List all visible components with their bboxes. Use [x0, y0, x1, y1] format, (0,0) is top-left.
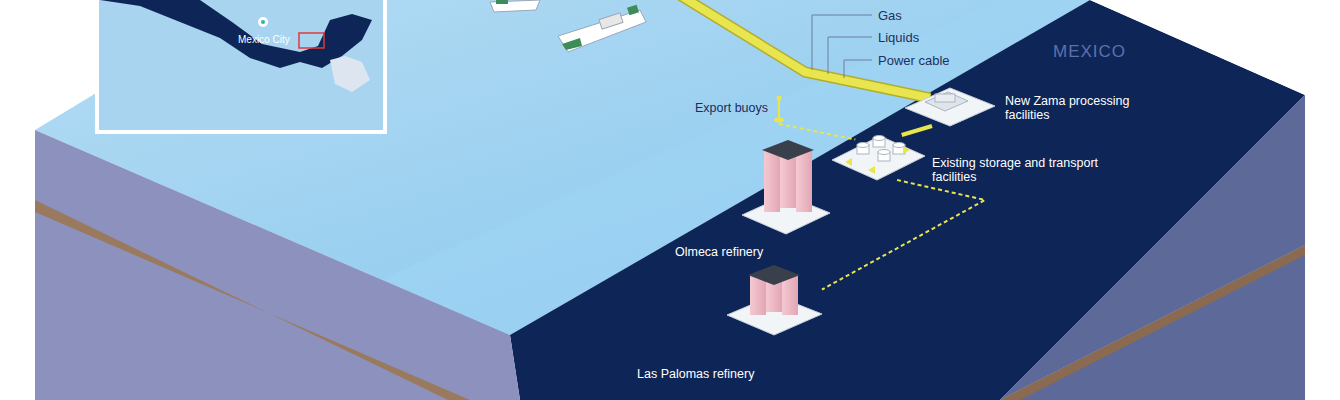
pipeline-label: Gas — [878, 8, 902, 23]
right-face — [1000, 95, 1305, 400]
facility-label: Olmeca refinery — [675, 245, 835, 259]
refinery — [727, 265, 822, 335]
map-pin — [258, 17, 268, 27]
page-edge — [1305, 0, 1340, 400]
facility-label: Export buoys — [688, 101, 768, 115]
leader-line — [828, 37, 872, 74]
export-buoy — [774, 96, 784, 123]
sediment-strip — [35, 200, 470, 400]
storage-facility — [832, 136, 925, 181]
flow-line — [779, 124, 855, 140]
leader-line — [812, 15, 872, 70]
facility-label: Existing storage and transport facilitie… — [932, 156, 1132, 184]
facility-label: Las Palomas refinery — [637, 367, 817, 381]
pipeline-casing — [678, 0, 930, 98]
map-neighbour — [330, 56, 370, 92]
processing-node: New Zama processing facilities — [905, 86, 995, 126]
storage-node: Existing storage and transport facilitie… — [832, 135, 925, 180]
buoy-node: Export buoys — [772, 92, 786, 124]
flow-line — [902, 126, 932, 135]
pipeline — [678, 0, 930, 98]
processing-facility — [905, 88, 995, 126]
map-pin — [261, 20, 265, 24]
pipeline-label: Power cable — [878, 53, 950, 68]
refinery-node: Las Palomas refinery — [727, 265, 822, 335]
leader-line — [844, 60, 872, 78]
front-face — [35, 130, 520, 400]
pipeline-label: Liquids — [878, 30, 919, 45]
ship — [558, 5, 646, 52]
map-land — [100, 0, 372, 68]
refinery-node: Olmeca refinery — [742, 140, 830, 235]
ship — [490, 0, 540, 12]
city-label: Mexico City — [238, 34, 290, 45]
right-face — [1000, 95, 1340, 400]
map-area-box — [299, 33, 324, 48]
sediment-strip — [1000, 245, 1305, 400]
flow-line — [822, 180, 985, 290]
refinery — [742, 140, 830, 234]
facility-label: New Zama processing facilities — [1005, 94, 1145, 122]
inset-map — [97, 0, 385, 132]
region-label: MEXICO — [1053, 42, 1126, 62]
